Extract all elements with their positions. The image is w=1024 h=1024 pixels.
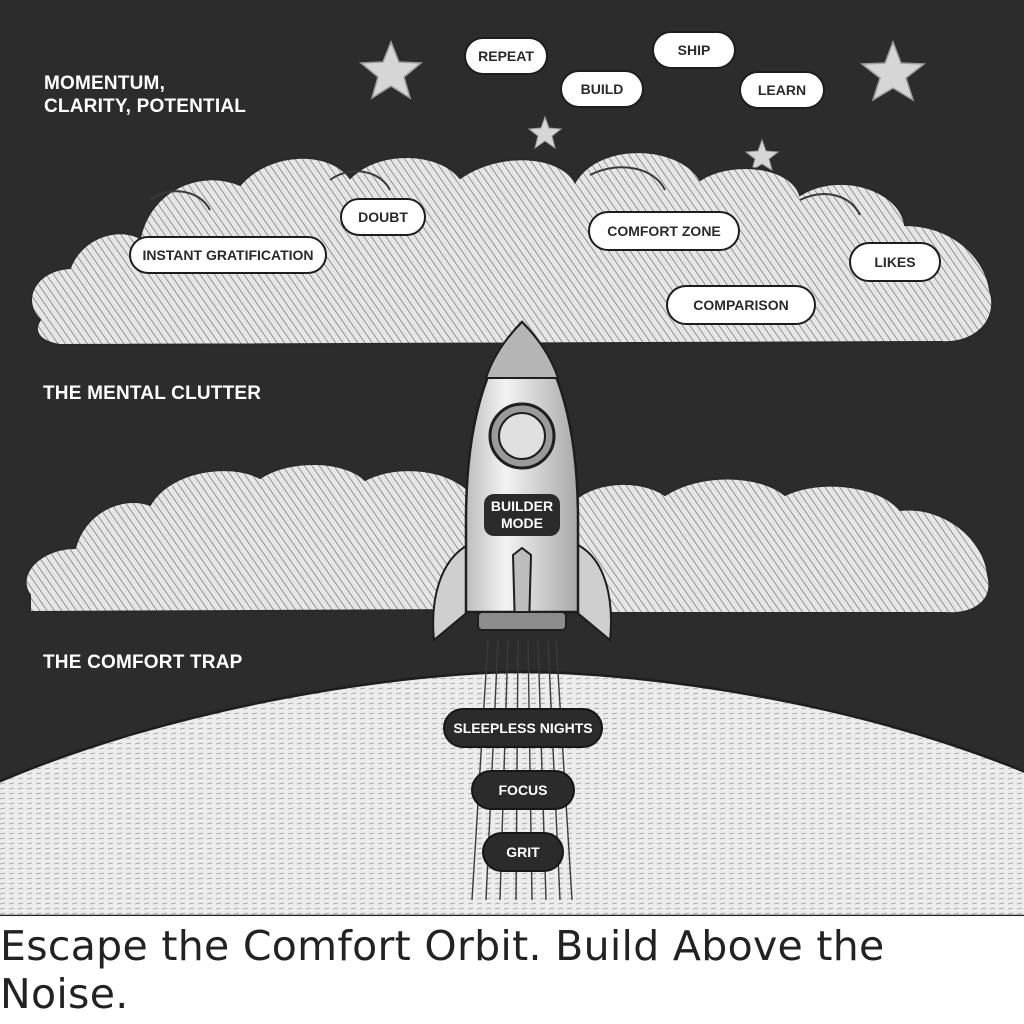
rocket-label-line-1: BUILDER xyxy=(484,498,560,515)
star-icon xyxy=(529,117,561,148)
heading-momentum-line-1: MOMENTUM, xyxy=(44,72,165,96)
rocket-label: BUILDER MODE xyxy=(484,494,560,536)
star-icon xyxy=(862,42,924,100)
sky-action-learn: LEARN xyxy=(739,71,825,109)
sky-action-build: BUILD xyxy=(560,70,644,108)
sky-action-ship: SHIP xyxy=(652,31,736,69)
heading-momentum-line-2: CLARITY, POTENTIAL xyxy=(44,95,246,119)
clutter-tag-comfort-zone: COMFORT ZONE xyxy=(588,211,740,251)
rocket-label-line-2: MODE xyxy=(484,515,560,532)
clutter-tag-comparison: COMPARISON xyxy=(666,285,816,325)
stars xyxy=(361,42,924,170)
rocket-icon xyxy=(433,322,611,640)
illustration: MOMENTUM, CLARITY, POTENTIAL REPEAT SHIP… xyxy=(0,0,1024,916)
zone-label-mental-clutter: THE MENTAL CLUTTER xyxy=(43,382,261,406)
fuel-tag-grit: GRIT xyxy=(482,832,564,872)
star-icon xyxy=(746,140,778,170)
caption: Escape the Comfort Orbit. Build Above th… xyxy=(0,916,1024,1024)
clutter-tag-instant-gratification: INSTANT GRATIFICATION xyxy=(129,236,327,274)
star-icon xyxy=(361,42,421,98)
clutter-tag-likes: LIKES xyxy=(849,242,941,282)
fuel-tag-focus: FOCUS xyxy=(471,770,575,810)
sky-action-repeat: REPEAT xyxy=(464,37,548,75)
clutter-tag-doubt: DOUBT xyxy=(340,198,426,236)
fuel-tag-sleepless-nights: SLEEPLESS NIGHTS xyxy=(443,708,603,748)
zone-label-comfort-trap: THE COMFORT TRAP xyxy=(43,651,243,675)
